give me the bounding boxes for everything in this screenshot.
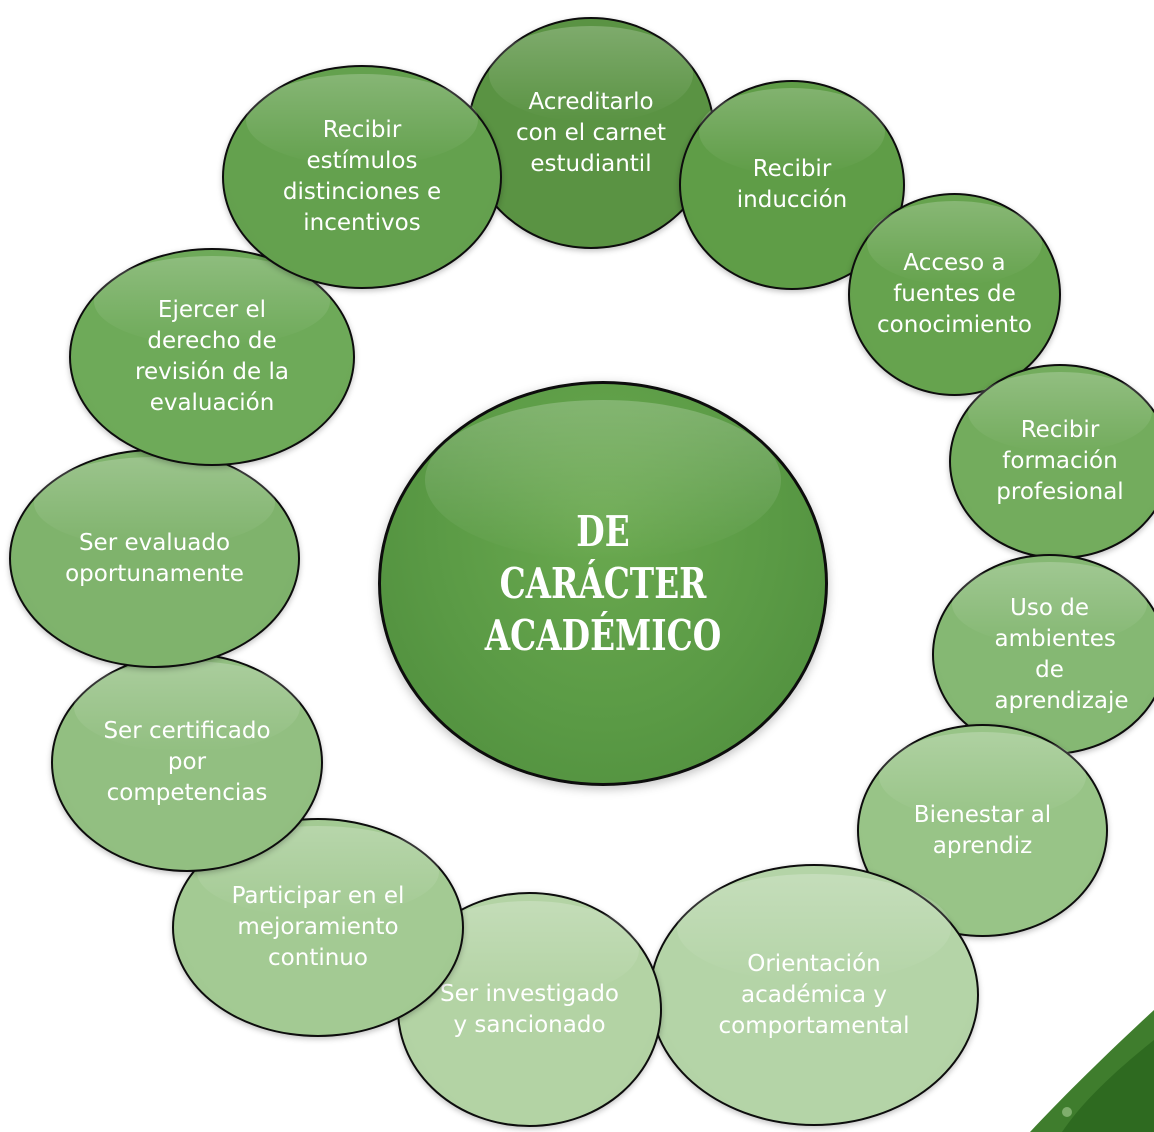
item-mejoramiento-continuo: Participar en el mejoramiento continuo <box>172 818 464 1037</box>
item-orientacion-academica: Orientación académica y comportamental <box>649 864 979 1126</box>
central-topic: DE CARÁCTER ACADÉMICO <box>378 381 828 786</box>
item-label: Recibir formación profesional <box>996 417 1124 505</box>
item-label: Uso de ambientes de aprendizaje <box>994 594 1129 714</box>
item-certificado-competencias: Ser certificado por competencias <box>51 653 323 872</box>
item-label: Ser investigado y sancionado <box>439 980 619 1038</box>
item-label: Ser evaluado oportunamente <box>65 529 244 587</box>
item-label: Ejercer el derecho de revisión de la eva… <box>135 297 289 416</box>
item-acceso-fuentes: Acceso a fuentes de conocimiento <box>848 193 1061 396</box>
item-label: Participar en el mejoramiento continuo <box>231 883 405 971</box>
item-label: Acceso a fuentes de conocimiento <box>876 250 1032 338</box>
item-label: Recibir inducción <box>736 156 848 213</box>
central-topic-title: DE CARÁCTER ACADÉMICO <box>484 506 722 660</box>
item-investigado-sancionado: Ser investigado y sancionado <box>397 892 662 1127</box>
item-ambientes-aprendizaje: Uso de ambientes de aprendizaje <box>932 554 1154 755</box>
item-label: Bienestar al aprendiz <box>913 801 1052 859</box>
item-label: Recibir estímulos distinciones e incenti… <box>282 117 442 236</box>
item-label: Ser certificado por competencias <box>103 718 271 806</box>
item-revision-evaluacion: Ejercer el derecho de revisión de la eva… <box>69 248 355 466</box>
item-estimulos-incentivos: Recibir estímulos distinciones e incenti… <box>222 65 502 289</box>
item-acreditarlo-carnet: Acreditarlo con el carnet estudiantil <box>467 17 715 249</box>
item-formacion-profesional: Recibir formación profesional <box>949 364 1154 559</box>
item-label: Orientación académica y comportamental <box>718 950 910 1039</box>
item-label: Acreditarlo con el carnet estudiantil <box>516 88 666 177</box>
item-evaluado-oportunamente: Ser evaluado oportunamente <box>9 449 300 668</box>
